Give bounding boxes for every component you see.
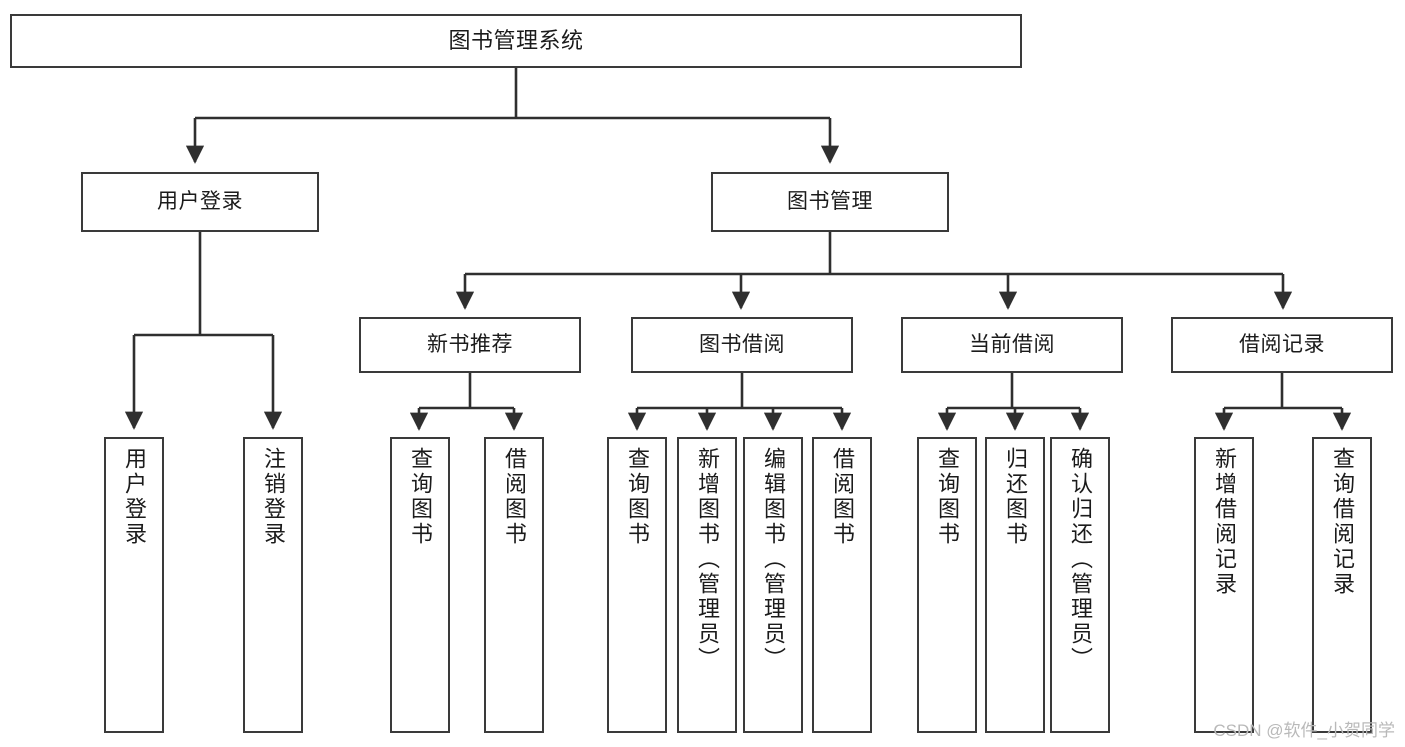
node-leaf-confirm-return[interactable]: 确认归还（管理员） xyxy=(1050,437,1110,733)
node-current-borrow-label: 当前借阅 xyxy=(969,332,1055,356)
node-borrow-record-label: 借阅记录 xyxy=(1239,332,1325,356)
node-leaf-add-book-label: 新增图书（管理员） xyxy=(695,447,720,672)
node-leaf-user-login-label: 用户登录 xyxy=(122,447,147,547)
node-leaf-user-logout[interactable]: 注销登录 xyxy=(243,437,303,733)
node-leaf-borrow-book-1-label: 借阅图书 xyxy=(502,447,527,547)
node-leaf-edit-book[interactable]: 编辑图书（管理员） xyxy=(743,437,803,733)
node-leaf-query-book-2[interactable]: 查询图书 xyxy=(607,437,667,733)
node-new-book-rec[interactable]: 新书推荐 xyxy=(359,317,581,373)
node-leaf-borrow-book-2-label: 借阅图书 xyxy=(830,447,855,547)
node-current-borrow[interactable]: 当前借阅 xyxy=(901,317,1123,373)
node-book-borrow[interactable]: 图书借阅 xyxy=(631,317,853,373)
node-leaf-query-record[interactable]: 查询借阅记录 xyxy=(1312,437,1372,733)
node-user-login[interactable]: 用户登录 xyxy=(81,172,319,232)
node-leaf-add-record-label: 新增借阅记录 xyxy=(1212,447,1237,597)
node-user-login-label: 用户登录 xyxy=(157,189,243,213)
node-leaf-query-book-3-label: 查询图书 xyxy=(935,447,960,547)
node-book-manage[interactable]: 图书管理 xyxy=(711,172,949,232)
node-leaf-query-book-1-label: 查询图书 xyxy=(408,447,433,547)
node-leaf-return-book-label: 归还图书 xyxy=(1003,447,1028,547)
node-leaf-borrow-book-1[interactable]: 借阅图书 xyxy=(484,437,544,733)
node-leaf-edit-book-label: 编辑图书（管理员） xyxy=(761,447,786,672)
node-book-borrow-label: 图书借阅 xyxy=(699,332,785,356)
node-leaf-confirm-return-label: 确认归还（管理员） xyxy=(1068,447,1093,672)
node-borrow-record[interactable]: 借阅记录 xyxy=(1171,317,1393,373)
node-book-manage-label: 图书管理 xyxy=(787,189,873,213)
node-leaf-user-logout-label: 注销登录 xyxy=(261,447,286,547)
node-leaf-add-record[interactable]: 新增借阅记录 xyxy=(1194,437,1254,733)
node-leaf-query-book-3[interactable]: 查询图书 xyxy=(917,437,977,733)
node-root-label: 图书管理系统 xyxy=(448,28,584,54)
watermark: CSDN @软件_小贺同学 xyxy=(1213,721,1395,740)
node-leaf-add-book[interactable]: 新增图书（管理员） xyxy=(677,437,737,733)
node-root[interactable]: 图书管理系统 xyxy=(10,14,1022,68)
node-leaf-user-login[interactable]: 用户登录 xyxy=(104,437,164,733)
node-leaf-return-book[interactable]: 归还图书 xyxy=(985,437,1045,733)
node-leaf-query-book-1[interactable]: 查询图书 xyxy=(390,437,450,733)
node-leaf-query-record-label: 查询借阅记录 xyxy=(1330,447,1355,597)
node-leaf-query-book-2-label: 查询图书 xyxy=(625,447,650,547)
node-leaf-borrow-book-2[interactable]: 借阅图书 xyxy=(812,437,872,733)
node-new-book-rec-label: 新书推荐 xyxy=(427,332,513,356)
